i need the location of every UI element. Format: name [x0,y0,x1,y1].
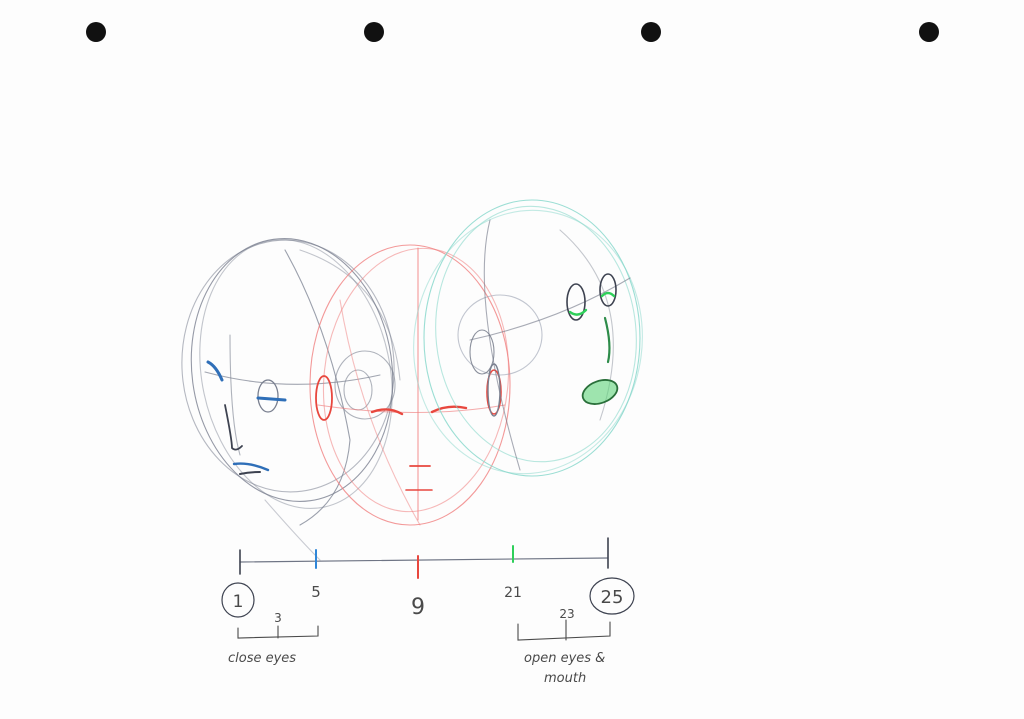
head-frame-1-features [206,360,287,475]
note-open-eyes-line1: open eyes & [524,651,605,666]
timeline [221,537,635,641]
binder-hole-3 [641,22,661,42]
label-inbetween-3: 3 [274,611,282,625]
binder-hole-1 [86,22,106,42]
label-frame-25: 25 [601,587,624,608]
circle-frame-1 [221,582,255,618]
label-inbetween-23: 23 [559,607,574,621]
timeline-labels: 1 5 9 21 25 3 23 close eyes open eyes & … [228,583,623,686]
binder-hole-4 [919,22,939,42]
note-open-eyes-line2: mouth [544,671,586,686]
label-frame-1: 1 [233,592,244,612]
binder-hole-2 [364,22,384,42]
head-frame-21-features [487,273,619,417]
label-frame-21: 21 [504,585,522,601]
head-frame-9-features [315,369,502,491]
label-frame-5: 5 [311,583,321,601]
label-frame-9: 9 [411,595,425,620]
note-close-eyes: close eyes [228,651,296,666]
head-frame-1 [181,237,401,561]
head-frame-21 [413,199,643,477]
circle-frame-25 [589,577,635,615]
